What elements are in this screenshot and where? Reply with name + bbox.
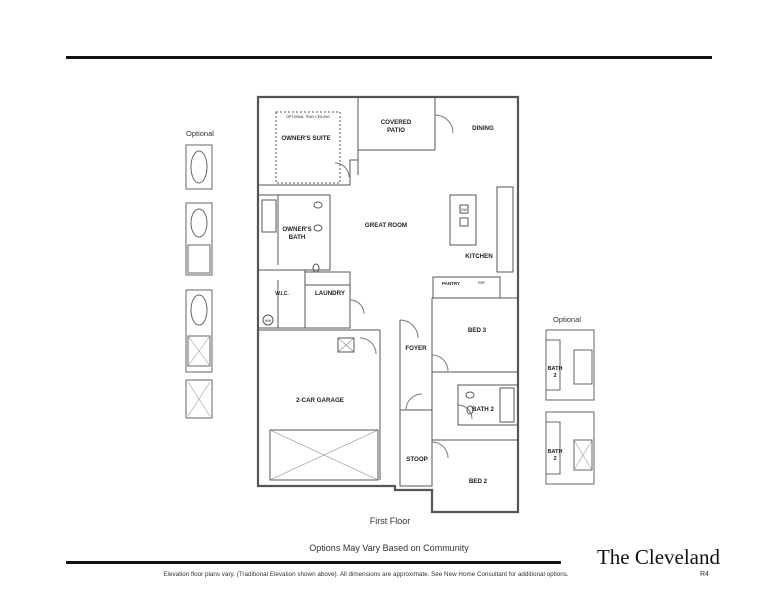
label-great-room: GREAT ROOM xyxy=(365,222,407,229)
label-opt-bath2-b-2: 2 xyxy=(553,456,556,462)
optional-right-set xyxy=(545,329,595,485)
garage-door-x xyxy=(269,429,379,481)
tray-ceiling-outline xyxy=(275,111,341,184)
kitchen-counter xyxy=(496,186,514,273)
door-swing-bed3 xyxy=(431,354,449,372)
wall-stoop xyxy=(399,409,433,487)
water-heater-circle xyxy=(262,314,274,326)
label-foyer: FOYER xyxy=(405,345,427,352)
label-bed2: BED 2 xyxy=(469,478,488,485)
label-dishwasher: DW xyxy=(461,208,467,212)
garage-attic-hatch xyxy=(337,337,355,353)
hatch-x xyxy=(337,337,355,353)
door-swing-suite xyxy=(334,162,350,178)
label-covered-patio-1: COVERED xyxy=(381,119,412,126)
door-swing-bath2 xyxy=(457,404,473,420)
door-swing-entry xyxy=(405,393,423,411)
toilet-bath2 xyxy=(466,405,474,415)
label-tray-ceiling: OPTIONAL TRAY CEILING xyxy=(286,115,330,119)
door-swing-garage xyxy=(359,337,377,355)
label-owners-bath-1: OWNER'S xyxy=(282,226,311,233)
door-swing-foyer xyxy=(399,319,419,339)
sink-bath2 xyxy=(465,391,475,399)
label-refrigerator: REF. xyxy=(478,281,486,285)
label-opt-bath2-a-1: BATH xyxy=(548,366,563,372)
label-dining: DINING xyxy=(472,125,494,132)
label-bed3: BED 3 xyxy=(468,327,487,334)
plan-name: The Cleveland xyxy=(596,545,720,569)
label-garage: 2-CAR GARAGE xyxy=(296,397,344,404)
door-swing-bed2 xyxy=(431,441,449,459)
range xyxy=(459,204,469,214)
sink-kitchen xyxy=(459,217,469,227)
options-note: Options May Vary Based on Community xyxy=(309,543,469,553)
sink-owners-bath-2 xyxy=(313,224,323,232)
label-owners-suite: OWNER'S SUITE xyxy=(281,135,330,142)
label-water-heater: W/H xyxy=(265,319,272,323)
label-opt-bath2-a-2: 2 xyxy=(553,373,556,379)
label-bath2: BATH 2 xyxy=(472,406,494,413)
sink-owners-bath-1 xyxy=(313,201,323,209)
toilet-owners-bath xyxy=(312,263,320,273)
label-stoop: STOOP xyxy=(406,456,428,463)
optional-left-set xyxy=(185,144,213,419)
top-rule xyxy=(66,56,712,59)
wall-owners-suite xyxy=(258,159,358,186)
footer-disclaimer: Elevation floor plans vary. (Traditional… xyxy=(163,571,569,578)
optional-label-right: Optional xyxy=(553,315,581,324)
label-kitchen: KITCHEN xyxy=(465,253,493,260)
revision-label: R4 xyxy=(700,571,709,578)
label-owners-bath-2: BATH xyxy=(289,234,306,241)
label-wic: W.I.C. xyxy=(275,291,289,297)
kitchen-island xyxy=(449,194,477,246)
floor-label: First Floor xyxy=(369,516,411,526)
plan-outer-wall xyxy=(256,95,520,514)
wall-bath2 xyxy=(457,384,519,426)
label-opt-bath2-b-1: BATH xyxy=(548,449,563,455)
wall-owners-bath xyxy=(258,194,331,271)
wall-laundry xyxy=(305,284,351,329)
tub-bath2 xyxy=(499,387,515,423)
label-covered-patio-2: PATIO xyxy=(387,127,405,134)
door-swing-laundry xyxy=(349,299,365,315)
wall-laundry-top xyxy=(305,271,351,285)
tub-owners-bath xyxy=(261,199,277,233)
label-laundry: LAUNDRY xyxy=(315,290,346,297)
optional-label-left: Optional xyxy=(186,129,214,138)
wall-wic xyxy=(257,270,306,329)
label-pantry: PANTRY xyxy=(442,281,460,286)
door-swing-patio xyxy=(434,114,454,134)
bottom-rule xyxy=(66,561,561,564)
